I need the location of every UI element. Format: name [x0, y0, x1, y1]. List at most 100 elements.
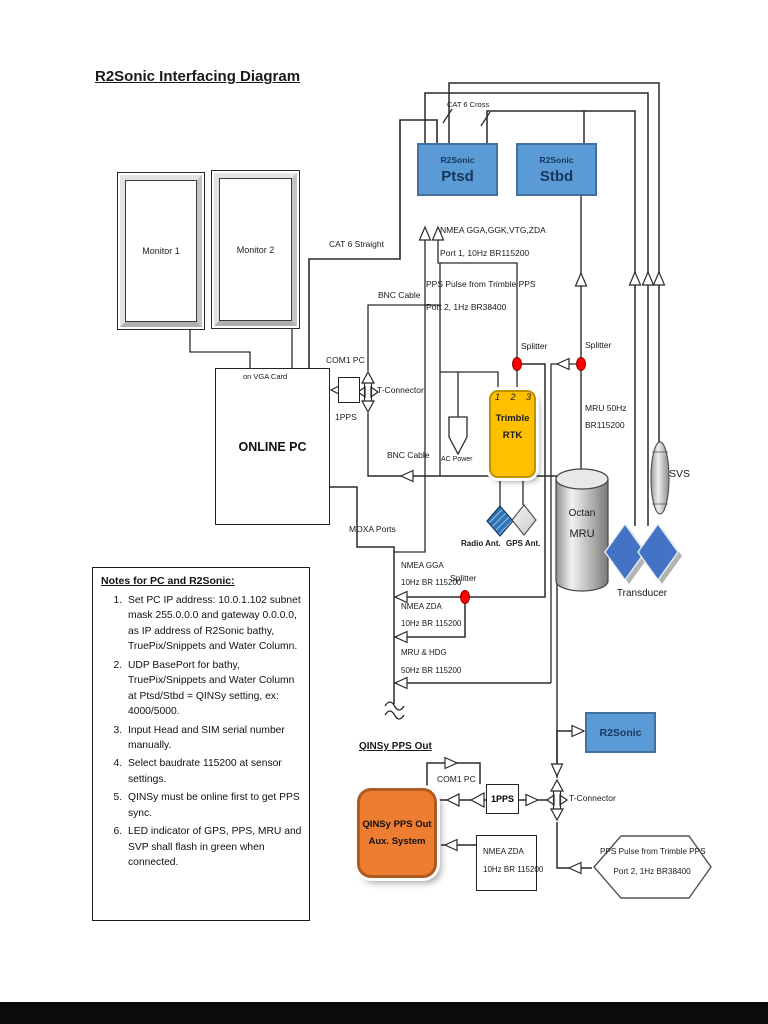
note-item: QINSy must be online first to get PPS sy…: [125, 790, 305, 821]
svs-label: SVS: [669, 468, 691, 480]
arrow-up-left-diamond-icon: [628, 270, 642, 286]
wire-mru-branch-pc: [550, 363, 581, 683]
transducer-right-diamond: [637, 522, 679, 582]
qinsy-tconnector-label: T-Connector: [569, 793, 616, 803]
gps-ant-label: GPS Ant.: [506, 539, 541, 548]
qinsy-1pps-box: 1PPS: [486, 784, 519, 814]
arrow-left-gga-icon: [393, 590, 408, 604]
cat6-straight-label: CAT 6 Straight: [329, 239, 384, 249]
stbd-label: Stbd: [539, 167, 574, 185]
moxa-ports-label: MOXA Ports: [349, 524, 396, 534]
arrow-left-splitter-icon: [555, 357, 570, 371]
aux-label-2: Aux. System: [368, 836, 426, 847]
note-item: Select baudrate 115200 at sensor setting…: [125, 756, 305, 787]
octan-mru-cylinder: [555, 468, 609, 592]
monitor-2: Monitor 2: [211, 170, 300, 329]
wire-ptsd-right-diamond: [424, 92, 649, 526]
online-pc-box: ONLINE PC: [215, 368, 330, 525]
wire-ac-power: [440, 371, 499, 417]
wire-tconn-hexagon: [556, 822, 592, 869]
qinsy-r2sonic-label: R2Sonic: [599, 726, 642, 739]
svs-capsule: [650, 441, 670, 515]
pps-port2-line2: Port 2, 1Hz BR38400: [426, 302, 507, 312]
arrow-right-qinsy-out-icon: [444, 756, 459, 770]
t-connector-top-icon: [356, 370, 380, 414]
trimble-port-1: 1: [495, 392, 501, 402]
t-connector-label: T-Connector: [377, 385, 424, 395]
arrow-left-hex-icon: [567, 861, 582, 875]
qinsy-heading: QINSy PPS Out: [359, 741, 432, 752]
aux-label-1: QINSy PPS Out: [362, 819, 432, 830]
bnc-cable-top-label: BNC Cable: [378, 290, 421, 300]
transducer-label: Transducer: [616, 588, 668, 599]
note-item: LED indicator of GPS, PPS, MRU and SVP s…: [125, 824, 305, 870]
wire-pps-frame-top: [440, 262, 518, 390]
arrow-left-zda-icon: [393, 630, 408, 644]
qinsy-zda-line1: NMEA ZDA: [483, 847, 524, 856]
wire-port1-feed: [394, 239, 426, 553]
monitor-2-label: Monitor 2: [236, 244, 275, 255]
com1-connector-box: [338, 377, 360, 403]
qinsy-r2sonic-box: R2Sonic: [585, 712, 656, 753]
pps-port2-line1: PPS Pulse from Trimble PPS: [426, 279, 536, 289]
octan-label-2: MRU: [569, 528, 595, 540]
bnc-cable-bottom-label: BNC Cable: [387, 450, 430, 460]
break-squiggle: [384, 701, 405, 720]
wire-bnc-top: [367, 304, 440, 371]
qinsy-zda-box: [476, 835, 537, 891]
online-pc-label: ONLINE PC: [238, 439, 307, 454]
arrow-right-1pps-icon: [525, 793, 540, 807]
splitter-3-label: Splitter: [450, 573, 477, 583]
trimble-ports: 1 2 3: [495, 392, 531, 402]
wire-moxa-trunk: [330, 486, 395, 704]
trimble-name-label: Trimble: [495, 413, 530, 424]
radio-ant-label: Radio Ant.: [461, 539, 501, 548]
trimble-port-2: 2: [510, 392, 516, 402]
arrow-right-r2sonic-icon: [571, 724, 586, 738]
arrow-up-port2-icon: [431, 225, 445, 241]
1pps-label: 1PPS: [335, 412, 357, 422]
cat6-cross-tick-2: [480, 111, 491, 127]
arrow-down-pps-icon: [550, 763, 564, 778]
radio-antenna-shape: [486, 505, 514, 537]
gps-antenna-shape: [511, 504, 537, 536]
transducer-left-diamond: [604, 522, 646, 582]
page-title: R2Sonic Interfacing Diagram: [95, 68, 301, 85]
cat6-cross-label: CAT 6 Cross: [447, 100, 490, 109]
qinsy-com1-label: COM1 PC: [437, 774, 476, 784]
arrow-up-mru-icon: [574, 271, 588, 287]
ptsd-brand-label: R2Sonic: [440, 154, 475, 165]
wire-bnc-bottom: [367, 413, 558, 769]
hexagon-line2: Port 2, 1Hz BR38400: [613, 867, 691, 876]
cat6-cross-tick-1: [442, 108, 453, 124]
qinsy-aux-box: QINSy PPS Out Aux. System: [357, 788, 437, 878]
t-connector-bottom-icon: [545, 778, 569, 822]
arrow-up-right-diamond-icon: [641, 270, 655, 286]
notes-box: Notes for PC and R2Sonic: Set PC IP addr…: [92, 567, 310, 921]
arrow-left-bnc-icon: [399, 469, 414, 483]
note-item: Input Head and SIM serial number manuall…: [125, 723, 305, 754]
vga-card-label: on VGA Card: [243, 372, 288, 381]
trimble-port-3: 3: [525, 392, 531, 402]
trimble-rtk-box: [489, 390, 536, 478]
note-item: UDP BasePort for bathy, TruePix/Snippets…: [125, 658, 305, 720]
splitter-dot-1: [512, 357, 522, 371]
splitter-1-label: Splitter: [521, 341, 548, 351]
mru-rate-line2: BR115200: [585, 420, 625, 430]
arrow-up-svs-icon: [652, 270, 666, 286]
transducer-shapes: [604, 522, 682, 584]
splitter-dot-3: [460, 590, 470, 604]
arrow-up-port1-icon: [418, 225, 432, 241]
monitor-1-label: Monitor 1: [142, 246, 180, 256]
splitter-dot-2: [576, 357, 586, 371]
trimble-model-label: RTK: [502, 430, 523, 441]
arrow-left-mruhdg-icon: [393, 676, 408, 690]
wire-cat6-straight: [308, 119, 438, 368]
com1-pc-label: COM1 PC: [326, 355, 365, 365]
hexagon-line1: PPS Pulse from Trimble PPS: [600, 847, 706, 856]
mru-rate-line1: MRU 50Hz: [585, 403, 627, 413]
zda-line1: NMEA ZDA: [401, 602, 442, 611]
monitor-1: Monitor 1: [117, 172, 205, 330]
